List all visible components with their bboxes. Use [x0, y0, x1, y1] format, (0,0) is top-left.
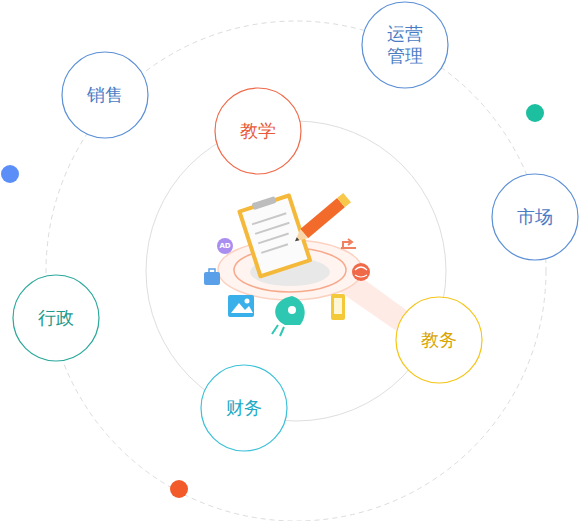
outer-orbit: [46, 21, 546, 521]
department-circle: 市场: [491, 173, 579, 261]
department-label: 销售: [87, 84, 123, 107]
department-circle: 财务: [200, 364, 288, 452]
orange-dot: [170, 480, 188, 498]
blue-dot: [1, 165, 19, 183]
circle-shape: [492, 174, 578, 260]
inner-orbit: [146, 121, 446, 421]
circle-shape: [201, 365, 287, 451]
circle-shape: [396, 297, 482, 383]
department-circle: 教学: [214, 87, 302, 175]
department-circle: 行政: [12, 274, 100, 362]
department-circle: 运营 管理: [361, 1, 449, 89]
department-circle: 销售: [61, 51, 149, 139]
department-label: 行政: [38, 307, 74, 330]
department-label: 教务: [421, 329, 457, 352]
circle-shape: [215, 88, 301, 174]
department-label: 市场: [517, 206, 553, 229]
department-label: 教学: [240, 120, 276, 143]
circle-shape: [62, 52, 148, 138]
icon-badge-text: AD: [219, 242, 230, 250]
department-label: 运营 管理: [385, 23, 425, 68]
department-circle: 教务: [395, 296, 483, 384]
circle-shape: [13, 275, 99, 361]
circle-shape: [362, 2, 448, 88]
center-illustration: [204, 191, 420, 336]
teal-dot: [526, 104, 544, 122]
department-label: 财务: [226, 397, 262, 420]
